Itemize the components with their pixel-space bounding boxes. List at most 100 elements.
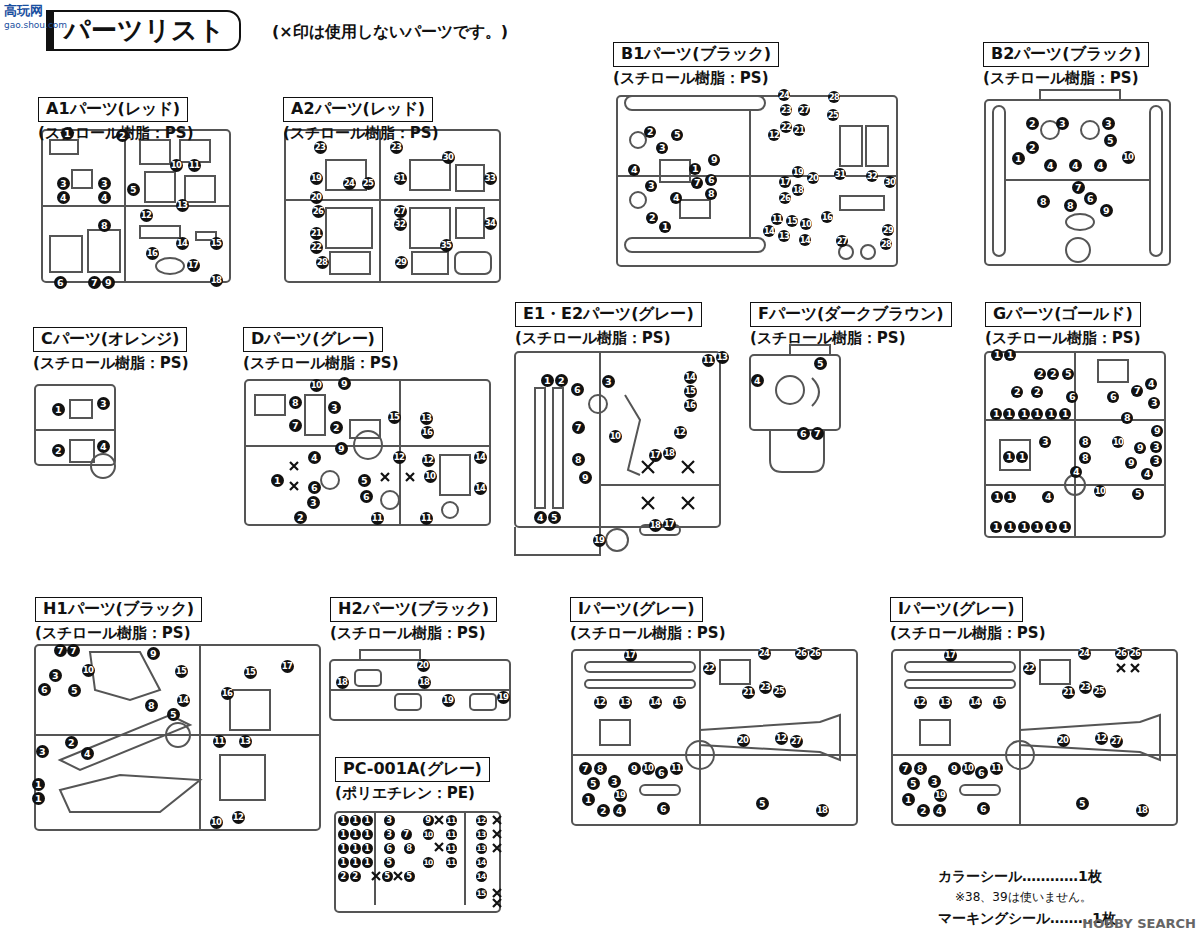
callout-number: 1 (362, 815, 373, 826)
callout-number: 18 (418, 676, 431, 689)
callout-number: 14 (799, 234, 811, 246)
callout-number: 4 (933, 804, 946, 817)
callout-number: 6 (977, 802, 990, 815)
callout-number: 1 (338, 829, 349, 840)
sprue-name: H2パーツ(ブラック) (330, 597, 497, 622)
callout-number: 1 (1016, 451, 1028, 463)
callout-number: 2 (1026, 141, 1039, 154)
callout-number: 5 (1076, 797, 1089, 810)
callout-number: 4 (98, 191, 111, 204)
callout-number: 14 (649, 696, 662, 709)
callout-number: 6 (797, 427, 810, 440)
callout-number: 2 (644, 126, 656, 138)
callout-number: 13 (420, 412, 433, 425)
callout-number: 3 (1039, 436, 1051, 448)
callout-number: 13 (716, 351, 729, 364)
callout-number: 13 (476, 829, 487, 840)
callout-number: 2 (597, 804, 610, 817)
material-note: (スチロール樹脂：PS) (35, 624, 202, 643)
callout-number: 12 (1095, 732, 1108, 745)
callout-number: 8 (914, 762, 927, 775)
callout-number: 7 (691, 177, 703, 189)
callout-number: 1 (1031, 408, 1043, 420)
callout-number: 32 (394, 218, 407, 231)
callout-number: 10 (82, 664, 95, 677)
callout-number: 4 (628, 164, 640, 176)
callout-number: 14 (474, 482, 487, 495)
callout-number: 3 (328, 401, 341, 414)
callout-number: 7 (899, 762, 912, 775)
callout-number: 10 (423, 857, 434, 868)
callout-number: 19 (934, 789, 947, 802)
callout-number: 10 (170, 159, 183, 172)
callout-number: 1 (1003, 451, 1015, 463)
callout-number: 3 (384, 829, 395, 840)
callout-number: 26 (779, 192, 791, 204)
callout-number: 23 (780, 104, 792, 116)
sprue-header: Gパーツ(ゴールド) (スチロール樹脂：PS) (985, 302, 1141, 348)
callout-number: 23 (759, 681, 772, 694)
callout-number: 33 (484, 172, 497, 185)
sprue-name: Dパーツ(グレー) (243, 327, 383, 352)
callout-number: 15 (476, 888, 487, 899)
callout-number: 27 (394, 205, 407, 218)
callout-number: 10 (609, 430, 622, 443)
callout-number: 5 (1104, 134, 1117, 147)
callout-number: 5 (384, 857, 395, 868)
callout-number: 18 (1136, 804, 1149, 817)
callout-number: 3 (307, 496, 320, 509)
callout-number: 28 (880, 238, 892, 250)
callout-number: 9 (335, 442, 348, 455)
callout-number: 7 (67, 644, 80, 657)
callout-number: 3 (49, 669, 62, 682)
callout-number: 4 (308, 451, 321, 464)
callout-number: 4 (1042, 491, 1054, 503)
callout-number: 13 (619, 696, 632, 709)
callout-number: 26 (312, 205, 325, 218)
callout-number: 31 (834, 168, 846, 180)
material-note: (スチロール樹脂：PS) (33, 354, 189, 373)
page-title: パーツリスト (46, 10, 241, 51)
callout-number: 6 (1107, 391, 1119, 403)
callout-number: 21 (793, 124, 805, 136)
callout-number: 14 (176, 237, 189, 250)
callout-number: 1 (1018, 521, 1030, 533)
callout-number: 1 (1003, 408, 1015, 420)
callout-number: 21 (310, 227, 323, 240)
callout-number: 3 (384, 815, 395, 826)
callout-number: 31 (394, 172, 407, 185)
callout-number: 19 (792, 166, 804, 178)
callout-number: 34 (484, 217, 497, 230)
callout-number: 23 (1079, 681, 1092, 694)
callout-number: 22 (780, 121, 792, 133)
material-note: (スチロール樹脂：PS) (985, 329, 1141, 348)
callout-number: 12 (914, 696, 927, 709)
callout-number: 8 (145, 699, 158, 712)
callout-number: 22 (310, 241, 323, 254)
callout-number: 2 (1034, 368, 1046, 380)
callout-number: 18 (336, 676, 349, 689)
callout-number: 6 (38, 683, 51, 696)
callout-number: 2 (52, 444, 65, 457)
sprue-name: PC-001A(グレー) (335, 757, 490, 782)
callout-number: 5 (907, 777, 920, 790)
unused-mark (290, 461, 1139, 907)
callout-number: 6 (657, 802, 670, 815)
callout-number: 10 (310, 379, 323, 392)
callout-number: 1 (1059, 521, 1071, 533)
callout-number: 12 (594, 696, 607, 709)
callout-number: 11 (446, 815, 457, 826)
callout-number: 2 (338, 871, 349, 882)
callout-number: 8 (572, 453, 585, 466)
sprue-name: Gパーツ(ゴールド) (985, 302, 1141, 327)
callout-number: 5 (167, 708, 180, 721)
sprue-header: Iパーツ(グレー)(スチロール樹脂：PS) (890, 597, 1046, 643)
callout-number: 17 (663, 518, 676, 531)
callout-number: 2 (1011, 386, 1023, 398)
callout-number: 1 (350, 815, 361, 826)
callout-number: 30 (442, 151, 455, 164)
callout-number: 25 (1093, 685, 1106, 698)
callout-number: 10 (1122, 151, 1135, 164)
callout-number: 4 (1141, 468, 1153, 480)
callout-number: 3 (1102, 117, 1115, 130)
